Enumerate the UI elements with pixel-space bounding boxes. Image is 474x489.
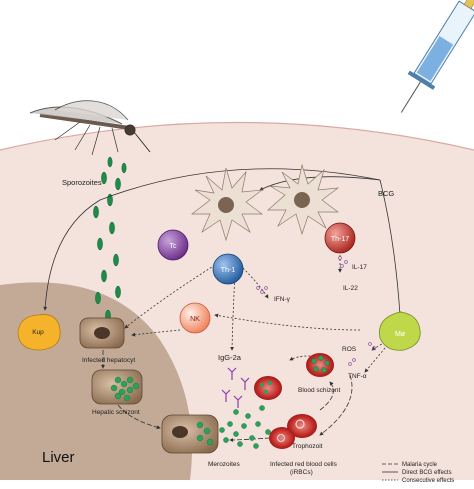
label-ifn: IFN-γ — [274, 296, 291, 303]
rbc-blood-schizont — [306, 353, 334, 377]
syringe-icon — [400, 0, 474, 113]
mo-label: Mø — [395, 331, 406, 338]
tc-label: Tc — [170, 243, 178, 250]
th1-cell: Th-1 — [212, 253, 244, 285]
label-liver: Liver — [42, 449, 75, 466]
legend-item-malaria: Malaria cycle — [402, 462, 438, 468]
label-tnf: TNF-α — [348, 373, 367, 380]
cytokine-dots — [256, 256, 376, 366]
label-blood-schizont: Blood schizont — [298, 387, 340, 394]
legend: Malaria cycle Direct BCG effects Consecu… — [382, 462, 454, 484]
label-irbc-2: (iRBCs) — [290, 469, 313, 476]
label-sporozoites: Sporozoites — [62, 178, 102, 187]
sporozoite-column — [93, 156, 127, 323]
legend-item-consecutive: Consecutive effects — [402, 478, 454, 484]
dendritic-cell-left — [190, 167, 264, 242]
dendritic-cell-right — [267, 163, 340, 236]
tc-cell: Tc — [157, 229, 189, 261]
nk-label: NK — [190, 316, 200, 323]
rbc-ring — [269, 427, 295, 449]
legend-item-direct: Direct BCG effects — [402, 470, 452, 476]
kup-label: Kup — [32, 329, 44, 336]
label-infected-hepatocyte: Infected hepatocyt — [82, 357, 135, 364]
infected-hepatocyte — [79, 317, 125, 349]
rbc-trophozoite — [287, 414, 317, 438]
label-ros: ROS — [342, 346, 357, 353]
merozoite-release-cell — [161, 405, 271, 454]
label-merozoites: Merozoites — [208, 461, 241, 468]
mosquito-icon — [29, 100, 151, 156]
th17-label: Th-17 — [331, 236, 349, 243]
rbc-infected-cluster — [254, 376, 282, 400]
label-il17: IL-17 — [352, 264, 367, 271]
label-hepatic-schizont: Hepatic schizont — [92, 409, 140, 416]
antibody-icons — [221, 367, 250, 408]
label-irbc-1: Infected red blood cells — [270, 461, 338, 468]
macrophage-cell: Mø — [379, 311, 421, 351]
label-trophozoit: Trophozoit — [292, 443, 323, 450]
hepatic-schizont-cell — [91, 369, 143, 405]
th17-cell: Th-17 — [324, 222, 356, 254]
kupffer-cell: Kup — [17, 314, 61, 351]
th1-label: Th-1 — [221, 267, 236, 274]
nk-cell: NK — [179, 302, 211, 334]
label-bcg: BCG — [378, 189, 394, 198]
label-igg: IgG-2a — [218, 353, 242, 362]
label-il22: IL-22 — [343, 285, 358, 292]
